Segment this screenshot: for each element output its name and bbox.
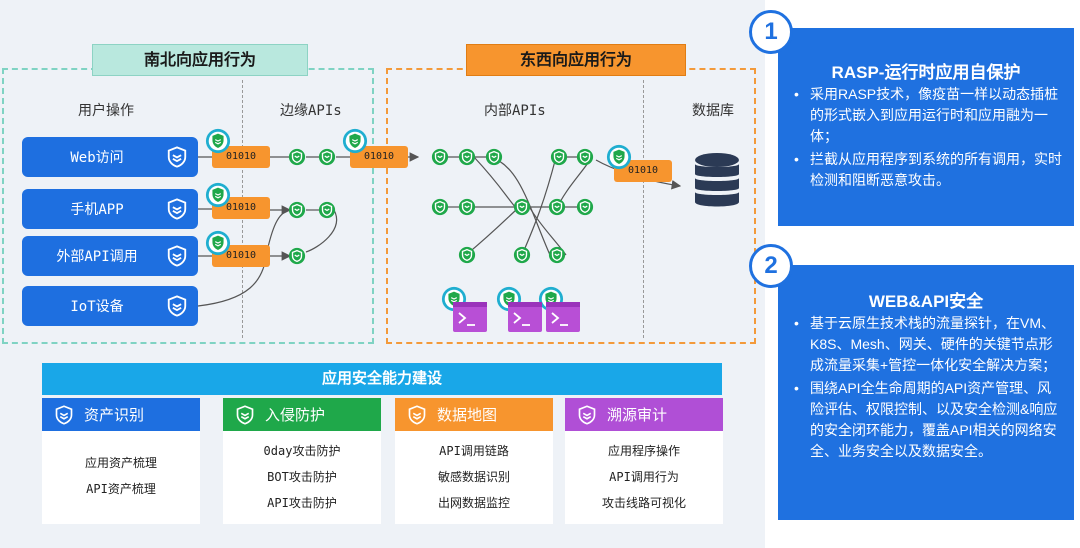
capability-item: 出网数据监控 — [437, 496, 510, 510]
api-node-icon — [548, 246, 566, 264]
col-label-edge: 边缘APIs — [280, 103, 342, 119]
capability-item: API调用链路 — [439, 444, 509, 458]
ew-divider — [643, 80, 644, 338]
capability-head: 入侵防护 — [223, 398, 381, 431]
capability-items: 应用程序操作 API调用行为 攻击线路可视化 — [565, 438, 723, 516]
terminal-icon — [546, 302, 580, 332]
api-node-icon — [458, 198, 476, 216]
capability-item: 敏感数据识别 — [437, 470, 510, 484]
capability-card-intrusion: 入侵防护 0day攻击防护 BOT攻击防护 API攻击防护 — [223, 398, 381, 524]
api-node-icon — [318, 148, 336, 166]
capability-items: API调用链路 敏感数据识别 出网数据监控 — [395, 438, 553, 516]
api-node-icon — [576, 198, 594, 216]
user-action-web[interactable]: Web访问 — [22, 137, 198, 177]
east-west-title: 东西向应用行为 — [466, 44, 686, 76]
rasp-card-item: 采用RASP技术，像疫苗一样以动态插桩的形式嵌入到应用运行时和应用融为一体； — [792, 84, 1064, 147]
capability-title: 入侵防护 — [265, 407, 326, 424]
user-action-mobile[interactable]: 手机APP — [22, 189, 198, 229]
shield-icon — [577, 405, 597, 425]
probe-icon — [205, 230, 231, 256]
shield-icon — [166, 198, 188, 220]
user-action-label: 手机APP — [70, 202, 124, 218]
terminal-icon — [508, 302, 542, 332]
capability-items: 0day攻击防护 BOT攻击防护 API攻击防护 — [223, 438, 381, 516]
capability-banner: 应用安全能力建设 — [42, 363, 722, 395]
capability-card-audit: 溯源审计 应用程序操作 API调用行为 攻击线路可视化 — [565, 398, 723, 524]
shield-icon — [166, 295, 188, 317]
api-node-icon — [550, 148, 568, 166]
shield-icon — [166, 146, 188, 168]
rasp-card-list: 采用RASP技术，像疫苗一样以动态插桩的形式嵌入到应用运行时和应用融为一体； 拦… — [792, 84, 1064, 193]
capability-head: 溯源审计 — [565, 398, 723, 431]
capability-item: API调用行为 — [609, 470, 679, 484]
step-number-2: 2 — [749, 244, 793, 288]
capability-item: 0day攻击防护 — [263, 444, 341, 458]
capability-card-datamap: 数据地图 API调用链路 敏感数据识别 出网数据监控 — [395, 398, 553, 524]
capability-card-asset: 资产识别 应用资产梳理 API资产梳理 — [42, 398, 200, 524]
rasp-card-title: RASP-运行时应用自保护 — [831, 63, 1021, 82]
capability-title: 数据地图 — [437, 407, 498, 424]
rasp-card-item: 拦截从应用程序到系统的所有调用，实时检测和阻断恶意攻击。 — [792, 149, 1064, 191]
col-label-db: 数据库 — [692, 103, 734, 119]
packet: 01010 — [350, 146, 408, 168]
user-action-label: 外部API调用 — [56, 249, 138, 265]
api-node-icon — [318, 201, 336, 219]
user-action-label: IoT设备 — [70, 299, 124, 315]
api-node-icon — [431, 198, 449, 216]
capability-head: 数据地图 — [395, 398, 553, 431]
api-node-icon — [458, 246, 476, 264]
web-api-card-item: 围绕API全生命周期的API资产管理、风险评估、权限控制、以及安全检测&响应的安… — [792, 378, 1064, 462]
probe-icon — [606, 144, 632, 170]
capability-head: 资产识别 — [42, 398, 200, 431]
api-node-icon — [458, 148, 476, 166]
north-south-title: 南北向应用行为 — [92, 44, 308, 76]
shield-icon — [54, 405, 74, 425]
user-action-api[interactable]: 外部API调用 — [22, 236, 198, 276]
terminal-icon — [453, 302, 487, 332]
col-label-user: 用户操作 — [78, 103, 134, 119]
api-node-icon — [513, 198, 531, 216]
api-node-icon — [485, 148, 503, 166]
probe-icon — [205, 128, 231, 154]
capability-title: 资产识别 — [84, 407, 145, 424]
step-number-1: 1 — [749, 10, 793, 54]
capability-item: 应用资产梳理 — [84, 456, 157, 470]
api-node-icon — [431, 148, 449, 166]
packet: 01010 — [614, 160, 672, 182]
api-node-icon — [513, 246, 531, 264]
capability-item: BOT攻击防护 — [267, 470, 337, 484]
web-api-card-item: 基于云原生技术栈的流量探针，在VM、K8S、Mesh、网关、硬件的关键节点形成流… — [792, 313, 1064, 376]
api-node-icon — [576, 148, 594, 166]
user-action-iot[interactable]: IoT设备 — [22, 286, 198, 326]
capability-item: 攻击线路可视化 — [601, 496, 686, 510]
web-api-card-title: WEB&API安全 — [868, 292, 984, 311]
user-action-label: Web访问 — [70, 150, 124, 166]
shield-icon — [235, 405, 255, 425]
packet: 01010 — [212, 146, 270, 168]
web-api-card-list: 基于云原生技术栈的流量探针，在VM、K8S、Mesh、网关、硬件的关键节点形成流… — [792, 313, 1064, 464]
shield-icon — [407, 405, 427, 425]
capability-item: API攻击防护 — [267, 496, 337, 510]
capability-items: 应用资产梳理 API资产梳理 — [42, 450, 200, 502]
shield-icon — [166, 245, 188, 267]
rasp-card: RASP-运行时应用自保护 采用RASP技术，像疫苗一样以动态插桩的形式嵌入到应… — [778, 28, 1074, 226]
capability-item: 应用程序操作 — [607, 444, 680, 458]
web-api-card: WEB&API安全 基于云原生技术栈的流量探针，在VM、K8S、Mesh、网关、… — [778, 265, 1074, 520]
capability-title: 溯源审计 — [607, 407, 668, 424]
api-node-icon — [288, 201, 306, 219]
api-node-icon — [548, 198, 566, 216]
api-node-icon — [288, 148, 306, 166]
col-label-internal: 内部APIs — [484, 103, 546, 119]
probe-icon — [205, 182, 231, 208]
api-node-icon — [288, 247, 306, 265]
database-icon — [695, 153, 739, 207]
probe-icon — [342, 128, 368, 154]
capability-item: API资产梳理 — [86, 482, 156, 496]
